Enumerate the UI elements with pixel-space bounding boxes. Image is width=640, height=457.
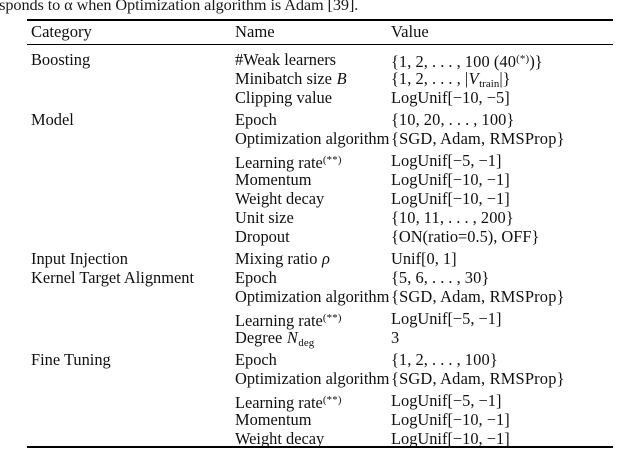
row-value: {ON(ratio=0.5), OFF} <box>391 227 540 246</box>
row-value: LogUnif[−10, −5] <box>391 88 510 107</box>
row-name: Unit size <box>235 208 294 227</box>
header-category: Category <box>31 22 92 41</box>
table-row: Input Injection Mixing ratio ρ Unif[0, 1… <box>0 249 640 268</box>
table-row: Weight decay LogUnif[−10, −1] <box>0 189 640 208</box>
row-name: Clipping value <box>235 88 332 107</box>
table-row: Optimization algorithm {SGD, Adam, RMSPr… <box>0 369 640 388</box>
header-name: Name <box>235 22 275 41</box>
row-name: Epoch <box>235 110 277 129</box>
table-row: Optimization algorithm {SGD, Adam, RMSPr… <box>0 129 640 148</box>
row-category: Kernel Target Alignment <box>31 268 195 287</box>
table-row: Degree Ndeg 3 <box>0 328 640 349</box>
row-value: LogUnif[−10, −1] <box>391 189 510 208</box>
table-top-rule <box>27 19 613 21</box>
row-name: Epoch <box>235 268 277 287</box>
table-header-rule <box>27 44 613 46</box>
row-category: Model <box>31 110 74 129</box>
table-row: Minibatch size B {1, 2, . . . , |Vtrain|… <box>0 69 640 90</box>
row-name: Minibatch size B <box>235 69 347 88</box>
row-value: {SGD, Adam, RMSProp} <box>391 287 565 306</box>
row-value: {SGD, Adam, RMSProp} <box>391 369 565 388</box>
caption-fragment: esponds to α when Optimization algorithm… <box>0 0 640 17</box>
table-row: Model Epoch {10, 20, . . . , 100} <box>0 110 640 129</box>
table-row: Weight decay LogUnif[−10, −1] <box>0 429 640 448</box>
row-name: Learning rate(**) <box>235 310 342 330</box>
header-value: Value <box>391 22 429 41</box>
table-row: Learning rate(**) LogUnif[−5, −1] <box>0 391 640 412</box>
row-value: LogUnif[−10, −1] <box>391 170 510 189</box>
row-value: {5, 6, . . . , 30} <box>391 268 490 287</box>
row-value: LogUnif[−10, −1] <box>391 429 510 448</box>
table-row: Learning rate(**) LogUnif[−5, −1] <box>0 309 640 330</box>
table-header-row: Category Name Value <box>0 22 640 41</box>
row-value: {10, 11, . . . , 200} <box>391 208 514 227</box>
row-value: {10, 20, . . . , 100} <box>391 110 515 129</box>
row-name: Optimization algorithm <box>235 129 390 148</box>
row-name: Epoch <box>235 350 277 369</box>
row-name: Optimization algorithm <box>235 287 390 306</box>
row-value: Unif[0, 1] <box>391 249 457 268</box>
row-value: LogUnif[−10, −1] <box>391 410 510 429</box>
row-value: LogUnif[−5, −1] <box>391 309 502 328</box>
row-value: {SGD, Adam, RMSProp} <box>391 129 565 148</box>
row-value: {1, 2, . . . , 100 (40(*))} <box>391 51 543 71</box>
row-category: Input Injection <box>31 249 128 268</box>
table-bottom-rule <box>27 446 613 448</box>
row-name: Weight decay <box>235 429 325 448</box>
table-row: Dropout {ON(ratio=0.5), OFF} <box>0 227 640 246</box>
caption-text: esponds to α when Optimization algorithm… <box>0 0 359 14</box>
row-value: LogUnif[−5, −1] <box>391 391 502 410</box>
row-name: Dropout <box>235 227 290 246</box>
row-name: Momentum <box>235 410 312 429</box>
table-row: Momentum LogUnif[−10, −1] <box>0 410 640 429</box>
row-category: Fine Tuning <box>31 350 111 369</box>
table-row: Kernel Target Alignment Epoch {5, 6, . .… <box>0 268 640 287</box>
row-value: LogUnif[−5, −1] <box>391 151 502 170</box>
table-row: Fine Tuning Epoch {1, 2, . . . , 100} <box>0 350 640 369</box>
row-name: Learning rate(**) <box>235 392 342 412</box>
row-name: Degree Ndeg <box>235 328 315 350</box>
table-row: Clipping value LogUnif[−10, −5] <box>0 88 640 107</box>
row-value: {1, 2, . . . , |Vtrain|} <box>391 69 511 91</box>
row-name: Mixing ratio ρ <box>235 249 330 268</box>
row-name: #Weak learners <box>235 50 337 69</box>
row-value: 3 <box>391 328 400 347</box>
row-category: Boosting <box>31 50 91 69</box>
row-name: Momentum <box>235 170 312 189</box>
row-name: Weight decay <box>235 189 325 208</box>
table-row: Learning rate(**) LogUnif[−5, −1] <box>0 151 640 172</box>
row-name: Learning rate(**) <box>235 152 342 172</box>
table-row: Boosting #Weak learners {1, 2, . . . , 1… <box>0 50 640 71</box>
table-row: Momentum LogUnif[−10, −1] <box>0 170 640 189</box>
row-name: Optimization algorithm <box>235 369 390 388</box>
table-row: Optimization algorithm {SGD, Adam, RMSPr… <box>0 287 640 306</box>
row-value: {1, 2, . . . , 100} <box>391 350 498 369</box>
table-row: Unit size {10, 11, . . . , 200} <box>0 208 640 227</box>
